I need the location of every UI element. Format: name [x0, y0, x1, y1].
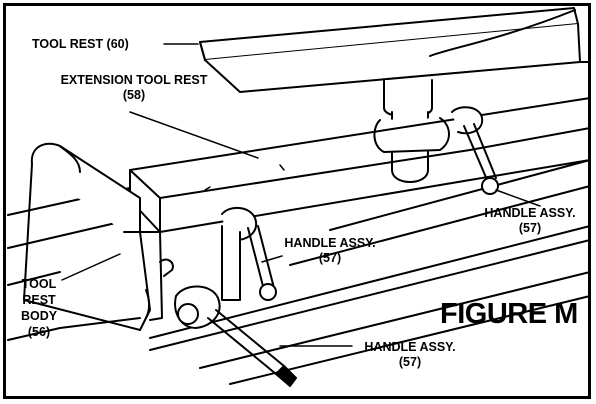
label-handle-right-text: HANDLE ASSY.: [484, 206, 576, 220]
label-handle-bottom-num: (57): [398, 355, 422, 369]
label-tool-rest-body-num: (56): [27, 325, 51, 339]
label-tool-rest-body-line2: REST: [22, 293, 56, 307]
bottom-handle-assembly: [159, 258, 297, 387]
label-handle-bottom-text: HANDLE ASSY.: [364, 340, 456, 354]
label-tool-rest-body-line3: BODY: [20, 309, 58, 323]
label-handle-right-num: (57): [518, 221, 542, 235]
label-extension-tool-rest-num: (58): [122, 88, 146, 102]
label-handle-middle-text: HANDLE ASSY.: [284, 236, 376, 250]
label-extension-tool-rest-text: EXTENSION TOOL REST: [60, 73, 208, 87]
tool-rest-bar: [199, 7, 591, 93]
label-handle-right: HANDLE ASSY. (57): [472, 206, 588, 236]
tool-rest-post: [373, 79, 450, 183]
label-tool-rest-body: TOOL REST BODY (56): [14, 276, 64, 340]
figure-border: [3, 3, 591, 399]
label-handle-bottom: HANDLE ASSY. (57): [352, 340, 468, 370]
right-handle-assembly: [451, 106, 499, 195]
label-extension-tool-rest: EXTENSION TOOL REST (58): [38, 73, 230, 103]
label-tool-rest-body-line1: TOOL: [21, 277, 57, 291]
tool-rest-body: [23, 142, 163, 331]
label-handle-middle-num: (57): [318, 251, 342, 265]
lathe-bed-rails: [7, 159, 591, 385]
label-tool-rest: TOOL REST (60): [32, 37, 129, 51]
middle-handle-assembly: [221, 206, 277, 301]
figure-title: FIGURE M: [440, 298, 578, 330]
leader-lines: [61, 43, 541, 347]
label-handle-middle: HANDLE ASSY. (57): [272, 236, 388, 266]
